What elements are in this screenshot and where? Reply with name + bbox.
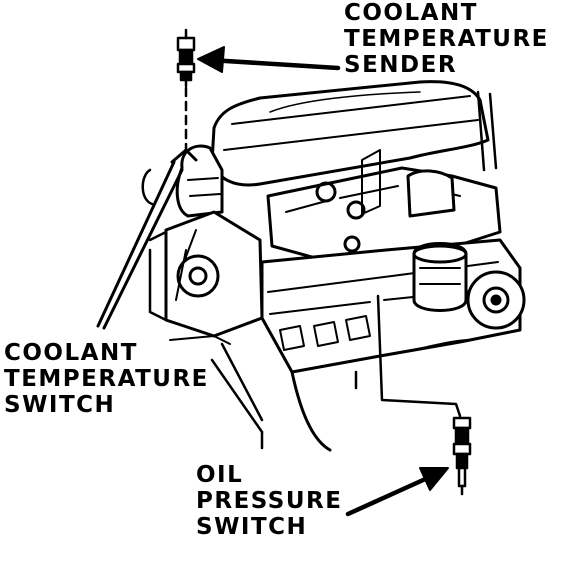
sender-label-line-2: TEMPERATURE bbox=[344, 26, 549, 52]
switch-label-line-3: SWITCH bbox=[4, 392, 116, 418]
coolant-temperature-sender-label: COOLANT TEMPERATURE SENDER bbox=[344, 0, 549, 78]
sender-label-line-3: SENDER bbox=[344, 52, 458, 78]
oil-pressure-switch-part bbox=[452, 416, 472, 496]
oil-pressure-switch-label: OIL PRESSURE SWITCH bbox=[196, 462, 342, 540]
oil-switch-wire bbox=[376, 294, 462, 418]
sender-arrow-head bbox=[197, 46, 225, 73]
switch-label-line-2: TEMPERATURE bbox=[4, 366, 209, 392]
coolant-temperature-sender-part bbox=[176, 28, 196, 88]
sender-label-line-1: COOLANT bbox=[344, 0, 478, 26]
coolant-temperature-switch-label: COOLANT TEMPERATURE SWITCH bbox=[4, 340, 209, 418]
switch-leader-lines bbox=[96, 148, 198, 330]
engine-block bbox=[141, 80, 526, 452]
switch-label-line-1: COOLANT bbox=[4, 340, 138, 366]
oil-label-line-3: SWITCH bbox=[196, 514, 308, 540]
oil-label-line-2: PRESSURE bbox=[196, 488, 343, 514]
oil-label-line-1: OIL bbox=[196, 462, 244, 488]
oil-arrow-head bbox=[419, 467, 449, 491]
oil-arrow-shaft bbox=[345, 473, 435, 517]
sender-arrow-shaft bbox=[207, 57, 341, 71]
